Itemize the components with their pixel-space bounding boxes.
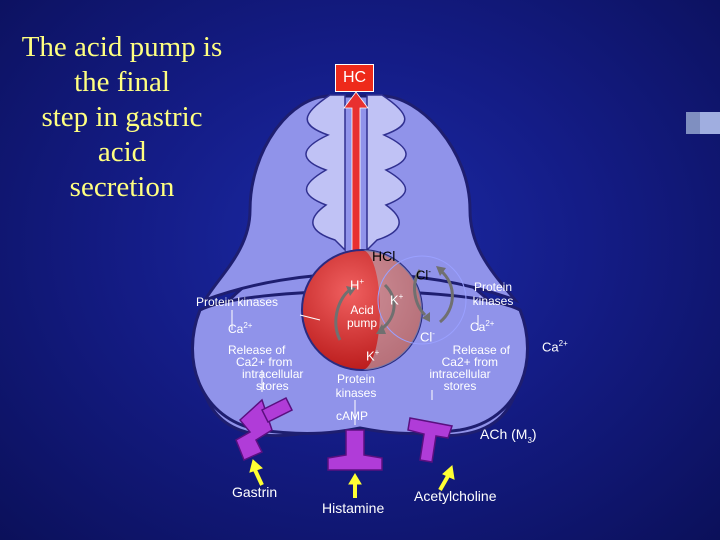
k-plus-bottom-label: K+ [366,348,380,364]
gastrin-receptor [235,396,294,462]
slide-title: The acid pump is the final step in gastr… [2,30,242,205]
hc-label-box: HC [335,64,374,92]
cl-bottom-label: Cl- [420,329,435,345]
release-left-label: Release of Ca2+ from intracellular store… [228,343,304,393]
k-plus-top-label: K+ [390,292,404,308]
ca-left-label: Ca2+ [228,321,253,336]
histamine-receptor [327,429,383,471]
title-line-2: the final [74,66,170,98]
protein-kinases-left-label: Protein kinases [196,295,279,309]
title-line-3: step in gastric [41,101,203,133]
h-plus-label: H+ [350,277,365,293]
ca-right-label: Ca2+ [470,319,495,334]
ligand-arrows [249,459,455,498]
title-line-4: acid [97,136,147,168]
title-line-5: secretion [69,171,175,203]
histamine-label: Histamine [322,500,385,516]
release-right-label: Release of Ca2+ from intracellular store… [429,343,510,393]
signal-arrows [231,310,479,425]
ach-m3-label: ACh (M3) [480,426,537,445]
acetylcholine-label: Acetylcholine [414,488,497,504]
hcl-flow-arrow [343,91,369,266]
gastrin-label: Gastrin [232,484,278,500]
title-line-1: The acid pump is [21,31,223,63]
ca-outside-label: Ca2+ [542,339,568,355]
hcl-label: HCl [372,248,396,264]
cl-exchanger-circle [377,255,467,345]
cl-top-label: Cl- [416,267,431,283]
acetylcholine-receptor [407,417,453,463]
canaliculus-folds [305,94,407,252]
ion-exchange-arrows [334,268,454,341]
camp-label: cAMP [336,409,369,423]
